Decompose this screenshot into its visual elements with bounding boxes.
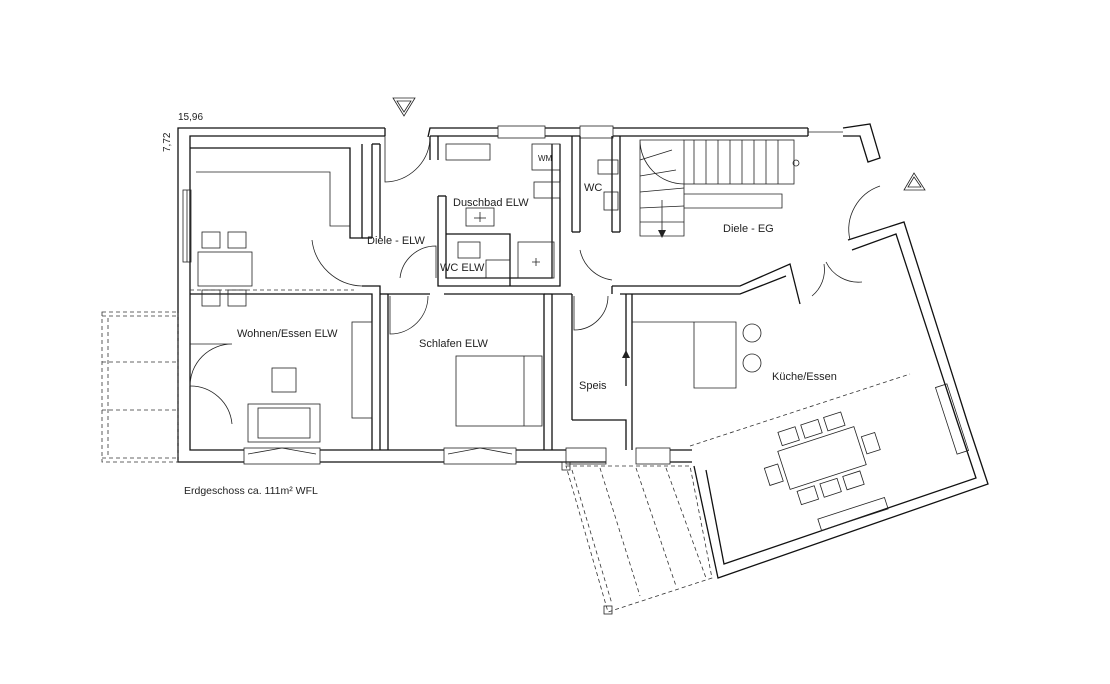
room-label-wc-eg: WC: [584, 182, 602, 194]
room-label-diele-eg: Diele - EG: [723, 223, 774, 235]
room-label-wm: WM: [538, 154, 553, 163]
room-label-wc-elw: WC ELW: [440, 262, 485, 274]
floor-caption: Erdgeschoss ca. 111m² WFL: [184, 485, 318, 497]
bathroom-fixtures: [445, 143, 619, 279]
room-label-diele-elw: Diele - ELW: [367, 235, 425, 247]
furniture: [197, 231, 881, 506]
interior-walls: [190, 136, 801, 450]
entrance-arrow-icon: [903, 172, 926, 191]
terrace-outlines: [101, 289, 911, 615]
windows: [182, 125, 970, 532]
room-label-schlafen: Schlafen ELW: [419, 338, 489, 350]
width-dimension: 15,96: [178, 112, 203, 123]
room-label-wohnen-essen: Wohnen/Essen ELW: [237, 328, 338, 340]
room-label-speis: Speis: [579, 380, 607, 392]
depth-dimension: 7,72: [162, 132, 173, 152]
room-label-kueche-essen: Küche/Essen: [772, 371, 837, 383]
exterior-walls: [177, 123, 989, 579]
room-label-duschbad: Duschbad ELW: [453, 197, 529, 209]
staircase: [639, 139, 800, 238]
entrance-arrow-icon: [392, 97, 416, 117]
